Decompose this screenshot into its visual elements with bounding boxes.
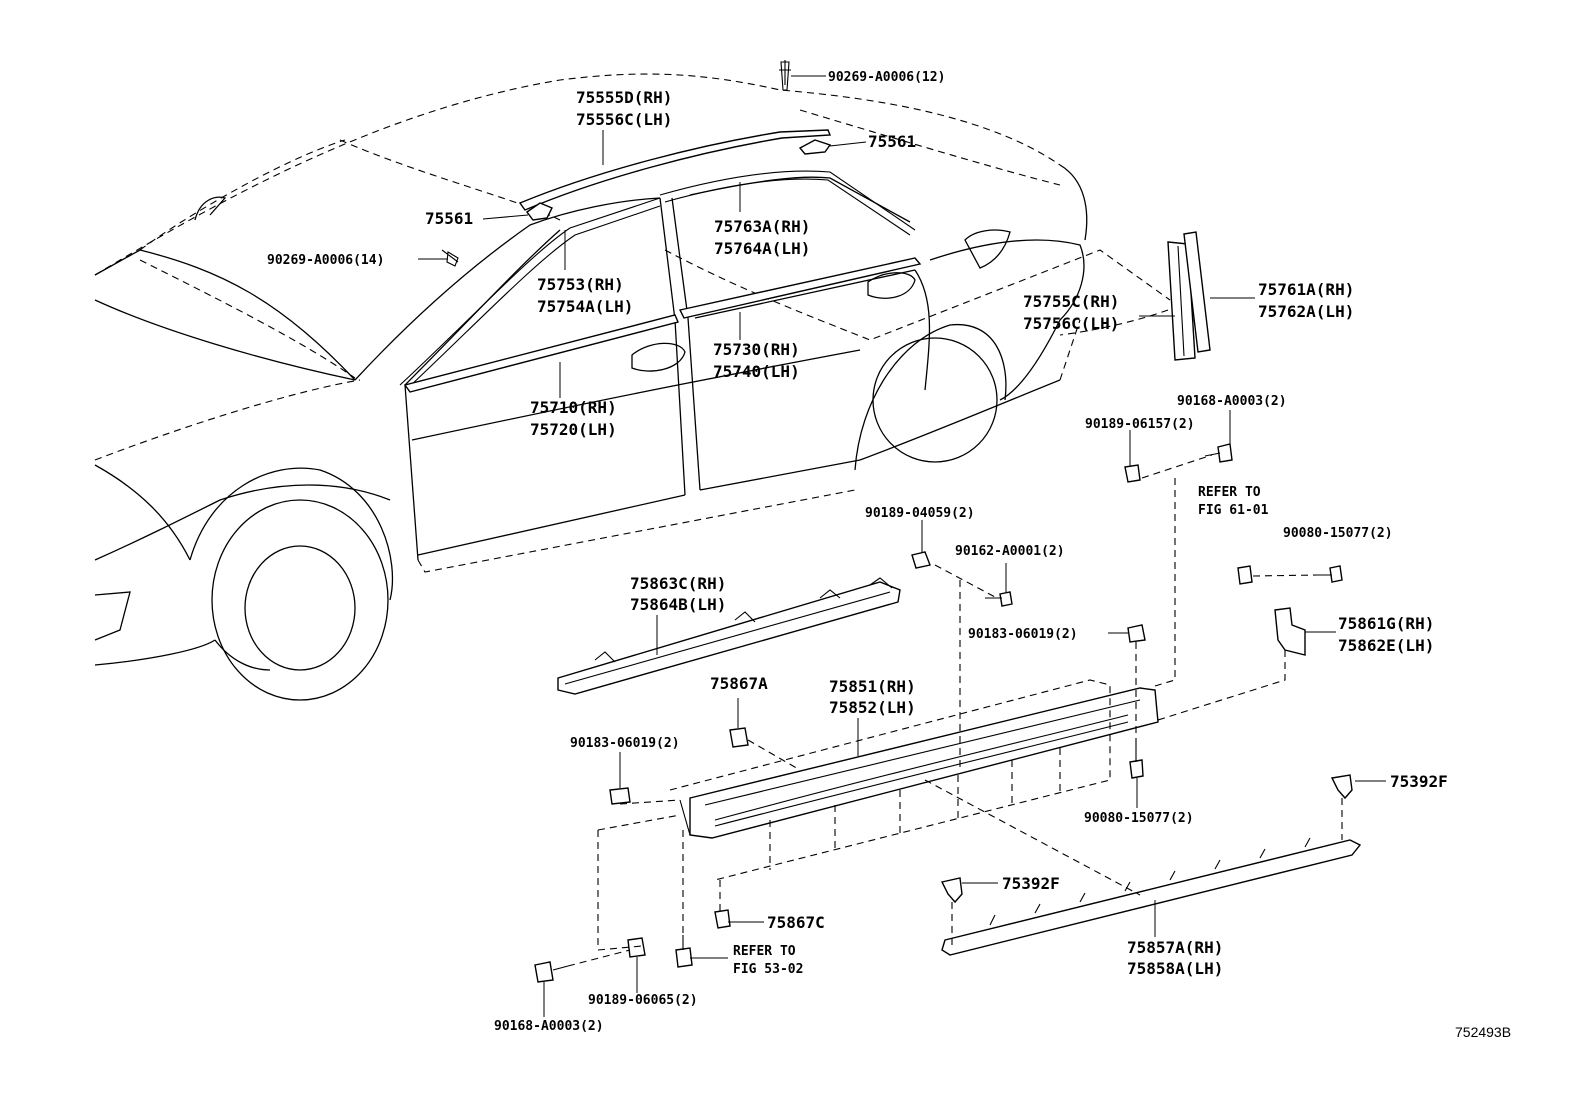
label-90080-15077-bottom: 90080-15077(2) bbox=[1084, 811, 1194, 826]
screw-fastener-icon bbox=[1315, 565, 1343, 583]
grommet-icon bbox=[911, 551, 931, 569]
label-75763a: 75763A(RH) bbox=[714, 217, 810, 236]
nut-fastener-icon bbox=[609, 787, 631, 805]
label-75720: 75720(LH) bbox=[530, 420, 617, 439]
pin-fastener-icon bbox=[779, 60, 791, 91]
diagram-code: 752493B bbox=[1455, 1024, 1511, 1040]
label-90183-06019-left: 90183-06019(2) bbox=[570, 736, 680, 751]
label-90168-a0003-bottom: 90168-A0003(2) bbox=[494, 1019, 604, 1034]
bolt-fastener-icon bbox=[534, 961, 569, 983]
label-90080-15077-top: 90080-15077(2) bbox=[1283, 526, 1393, 541]
label-75754a: 75754A(LH) bbox=[537, 297, 633, 316]
label-75861g: 75861G(RH) bbox=[1338, 614, 1434, 633]
label-90189-06065: 90189-06065(2) bbox=[588, 993, 698, 1008]
rocker-panel-molding bbox=[679, 687, 1159, 839]
clip-fastener-icon bbox=[940, 877, 963, 904]
label-90168-a0003-top: 90168-A0003(2) bbox=[1177, 394, 1287, 409]
pin-fastener-icon bbox=[441, 249, 459, 267]
screw-fastener-icon bbox=[675, 935, 693, 968]
clip-fastener-icon bbox=[1124, 464, 1141, 483]
refer-to-fig-53-02-line2: FIG 53-02 bbox=[733, 962, 803, 977]
label-75556c: 75556C(LH) bbox=[576, 110, 672, 129]
label-75867a: 75867A bbox=[710, 674, 768, 693]
label-75740: 75740(LH) bbox=[713, 362, 800, 381]
side-mudguard-strip bbox=[941, 837, 1362, 956]
screw-fastener-icon bbox=[1204, 443, 1233, 463]
label-90269-a0006-14: 90269-A0006(14) bbox=[267, 253, 384, 268]
leader-lines bbox=[418, 75, 1386, 1017]
label-75755c: 75755C(RH) bbox=[1023, 292, 1119, 311]
clip-75561-left bbox=[526, 202, 553, 221]
grommet-icon bbox=[627, 937, 646, 958]
label-75761a: 75761A(RH) bbox=[1258, 280, 1354, 299]
side-sill-molding-upper bbox=[557, 577, 901, 695]
label-75857a: 75857A(RH) bbox=[1127, 938, 1223, 957]
label-90162-a0001: 90162-A0001(2) bbox=[955, 544, 1065, 559]
clip-75561-top bbox=[798, 139, 832, 155]
assembly-lines bbox=[567, 309, 1343, 967]
label-90269-a0006-12: 90269-A0006(12) bbox=[828, 70, 945, 85]
belt-molding-front bbox=[403, 314, 679, 393]
roof-molding bbox=[518, 129, 832, 211]
label-75756c: 75756C(LH) bbox=[1023, 314, 1119, 333]
label-75862e: 75862E(LH) bbox=[1338, 636, 1434, 655]
bracket bbox=[1274, 607, 1306, 656]
label-75561-left: 75561 bbox=[425, 209, 473, 228]
label-75858a: 75858A(LH) bbox=[1127, 959, 1223, 978]
clip-fastener-icon bbox=[1237, 565, 1253, 585]
part-labels: 90269-A0006(12) 75555D(RH) 75556C(LH) 75… bbox=[267, 70, 1511, 1040]
bolt-fastener-icon bbox=[1129, 745, 1144, 779]
label-75555d: 75555D(RH) bbox=[576, 88, 672, 107]
label-75710: 75710(RH) bbox=[530, 398, 617, 417]
label-75864b: 75864B(LH) bbox=[630, 595, 726, 614]
label-75561-top: 75561 bbox=[868, 132, 916, 151]
label-90183-06019-right: 90183-06019(2) bbox=[968, 627, 1078, 642]
label-75753: 75753(RH) bbox=[537, 275, 624, 294]
label-75764a: 75764A(LH) bbox=[714, 239, 810, 258]
window-frame-molding-rear bbox=[659, 170, 916, 236]
car-body-outline bbox=[94, 73, 1171, 701]
window-frame-molding-front bbox=[399, 197, 661, 389]
label-75730: 75730(RH) bbox=[713, 340, 800, 359]
label-75851: 75851(RH) bbox=[829, 677, 916, 696]
label-75392f-left: 75392F bbox=[1002, 874, 1060, 893]
pillar-garnish bbox=[1183, 231, 1211, 353]
label-75867c: 75867C bbox=[767, 913, 825, 932]
label-90189-04059: 90189-04059(2) bbox=[865, 506, 975, 521]
refer-to-fig-61-01-line1: REFER TO bbox=[1198, 485, 1261, 500]
refer-to-fig-53-02-line1: REFER TO bbox=[733, 944, 796, 959]
label-75762a: 75762A(LH) bbox=[1258, 302, 1354, 321]
refer-to-fig-61-01-line2: FIG 61-01 bbox=[1198, 503, 1269, 518]
clip-fastener-icon bbox=[714, 909, 731, 929]
label-75852: 75852(LH) bbox=[829, 698, 916, 717]
clip-fastener-icon bbox=[1330, 774, 1353, 800]
screw-fastener-icon bbox=[985, 591, 1013, 607]
label-90189-06157: 90189-06157(2) bbox=[1085, 417, 1195, 432]
label-75863c: 75863C(RH) bbox=[630, 574, 726, 593]
belt-molding-rear bbox=[678, 257, 922, 319]
nut-fastener-icon bbox=[1127, 624, 1146, 643]
label-75392f-right: 75392F bbox=[1390, 772, 1448, 791]
clip-fastener-icon bbox=[729, 727, 749, 748]
